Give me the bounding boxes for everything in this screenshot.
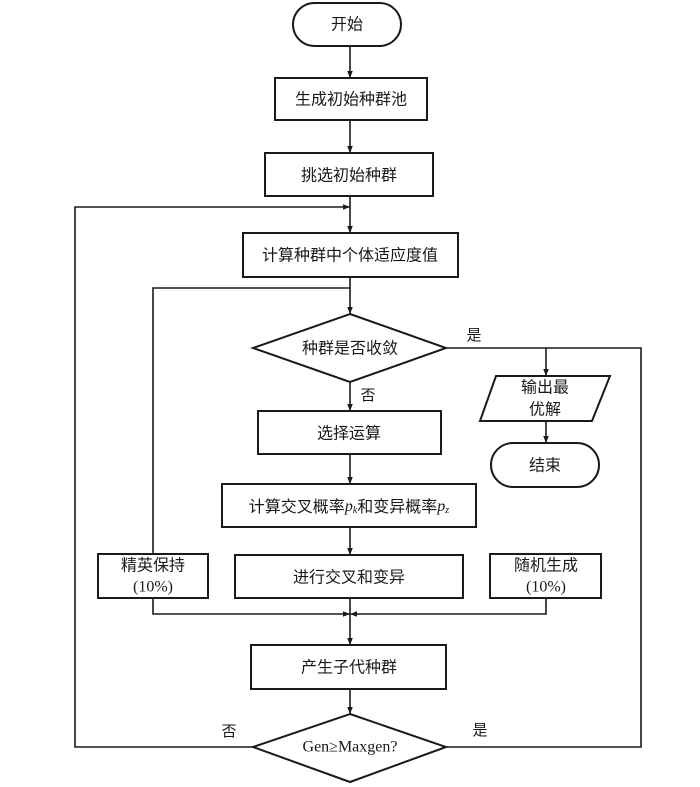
node-offspring: 产生子代种群	[250, 644, 447, 690]
prob-pk-sub: k	[353, 505, 358, 516]
end-label: 结束	[529, 456, 561, 475]
edge-label-gen-no: 否	[221, 722, 236, 740]
connectors	[74, 46, 642, 748]
output-label-line1: 输出最	[521, 378, 569, 397]
generate-pool-box	[274, 77, 428, 121]
elite-label-line2: (10%)	[133, 579, 173, 596]
offspring-box	[250, 644, 447, 690]
prob-pz-sub: z	[444, 505, 449, 516]
compute-fitness-label: 计算种群中个体适应度值	[262, 246, 438, 265]
node-converged-decision: 种群是否收敛	[249, 312, 449, 384]
gen-diamond	[249, 712, 449, 784]
node-start: 开始	[292, 2, 402, 47]
node-crossover-mutation: 进行交叉和变异	[234, 554, 464, 599]
converged-diamond	[249, 312, 449, 384]
prob-pz: p	[436, 498, 445, 515]
selection-box	[257, 410, 442, 455]
crossover-mutation-box	[234, 554, 464, 599]
node-output: 输出最 优解	[478, 375, 612, 422]
line-fitness-to-elite	[152, 287, 350, 554]
line-converged-yes-right	[446, 347, 642, 748]
compute-fitness-box	[242, 232, 459, 278]
node-random: 随机生成 (10%)	[489, 553, 602, 599]
arrow-gen-no-loop	[74, 204, 350, 748]
converged-label: 种群是否收敛	[302, 339, 398, 358]
select-initial-box	[264, 152, 434, 197]
generate-pool-label: 生成初始种群池	[295, 90, 407, 109]
start-terminal	[292, 2, 402, 47]
select-initial-label: 挑选初始种群	[301, 166, 397, 185]
random-box	[489, 553, 602, 599]
start-label: 开始	[331, 15, 363, 34]
crossover-mutation-label: 进行交叉和变异	[293, 568, 405, 587]
selection-label: 选择运算	[317, 424, 381, 443]
node-generate-pool: 生成初始种群池	[274, 77, 428, 121]
node-selection: 选择运算	[257, 410, 442, 455]
edge-label-gen-yes: 是	[472, 721, 487, 739]
arrow-random-merge	[350, 598, 547, 617]
output-label-line2: 优解	[529, 400, 561, 419]
node-select-initial: 挑选初始种群	[264, 152, 434, 197]
node-end: 结束	[490, 442, 600, 488]
elite-label-line1: 精英保持	[121, 556, 185, 575]
offspring-label: 产生子代种群	[301, 658, 397, 677]
random-label-line1: 随机生成	[514, 556, 578, 575]
node-compute-fitness: 计算种群中个体适应度值	[242, 232, 459, 278]
output-parallelogram	[478, 375, 612, 422]
node-gen-decision: Gen≥Maxgen?	[249, 712, 449, 784]
edge-label-converged-no: 否	[360, 386, 375, 404]
node-probabilities: 计算交叉概率pk和变异概率pz	[221, 483, 477, 528]
gen-label: Gen≥Maxgen?	[303, 739, 398, 756]
probabilities-label: 计算交叉概率pk和变异概率pz	[249, 497, 449, 516]
elite-box	[97, 553, 209, 599]
arrow-elite-merge	[152, 598, 350, 617]
probabilities-box	[221, 483, 477, 528]
node-elite: 精英保持 (10%)	[97, 553, 209, 599]
edge-label-converged-yes: 是	[466, 326, 481, 344]
prob-pk: p	[344, 498, 353, 515]
end-terminal	[490, 442, 600, 488]
random-label-line2: (10%)	[526, 579, 566, 596]
prob-mid: 和变异概率	[357, 497, 437, 516]
prob-prefix: 计算交叉概率	[249, 497, 345, 516]
